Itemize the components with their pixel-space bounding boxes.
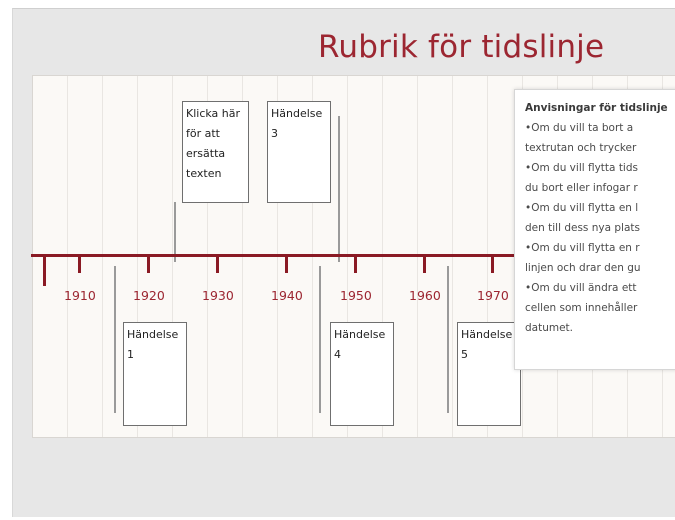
instructions-line: textrutan och trycker [525,142,637,154]
instructions-line: datumet. [525,322,574,334]
event-box-4[interactable]: Händelse 4 [330,322,394,426]
instructions-line: •Om du vill flytta tids [525,162,638,174]
axis-tick [147,254,150,273]
instructions-line: du bort eller infogar r [525,182,638,194]
axis-tick [423,254,426,273]
axis-tick [354,254,357,273]
event-box-placeholder[interactable]: Klicka här för att ersätta texten [182,101,249,203]
instructions-line: den till dess nya plats [525,222,640,234]
instructions-panel[interactable]: Anvisningar för tidslinje •Om du vill ta… [514,89,675,370]
axis-tick [285,254,288,273]
event-box-3[interactable]: Händelse 3 [267,101,331,203]
year-label: 1930 [202,288,234,303]
axis-tick [43,254,46,286]
slide-title[interactable]: Rubrik för tidslinje [318,29,605,65]
instructions-line: •Om du vill ändra ett [525,282,637,294]
connector-line [114,266,116,413]
instructions-line: linjen och drar den gu [525,262,641,274]
connector-line [338,116,340,262]
connector-line [319,266,321,413]
instructions-line: •Om du vill ta bort a [525,122,634,134]
axis-tick [78,254,81,273]
year-label: 1940 [271,288,303,303]
instructions-heading: Anvisningar för tidslinje [525,102,668,114]
axis-tick [216,254,219,273]
connector-line [447,266,449,413]
year-label: 1960 [409,288,441,303]
timeline-axis [31,254,521,257]
year-label: 1970 [477,288,509,303]
connector-line [174,202,176,262]
instructions-line: •Om du vill flytta en l [525,202,639,214]
event-box-5[interactable]: Händelse 5 [457,322,521,426]
instructions-line: •Om du vill flytta en r [525,242,640,254]
year-label: 1910 [64,288,96,303]
event-box-1[interactable]: Händelse 1 [123,322,187,426]
year-label: 1920 [133,288,165,303]
axis-tick [491,254,494,273]
year-label: 1950 [340,288,372,303]
instructions-line: cellen som innehåller [525,302,638,314]
